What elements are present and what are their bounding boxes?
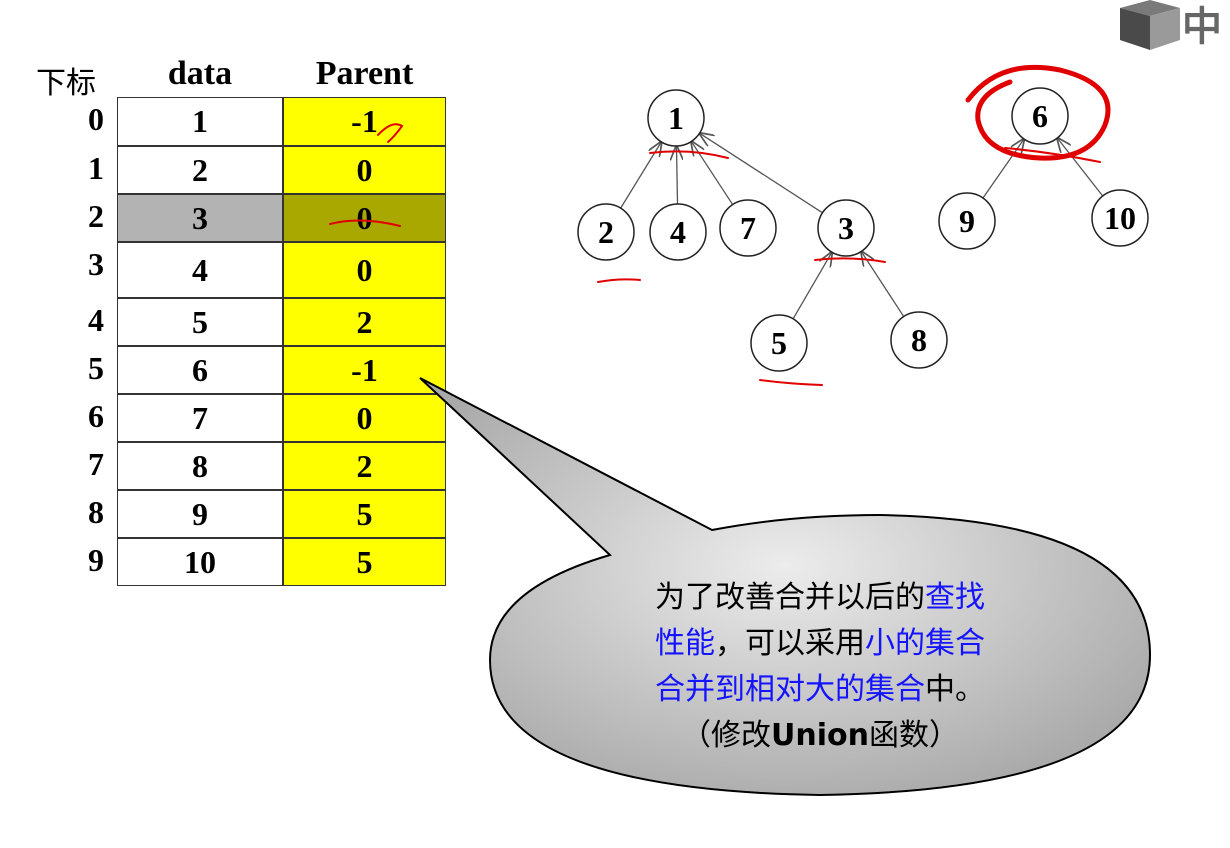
data-cell: 3: [117, 194, 283, 242]
callout-line1-b: 查找: [925, 580, 985, 615]
parent-cell: 0: [283, 146, 446, 194]
callout-line2-a: 性能: [655, 626, 715, 661]
callout-line3-b: 中。: [925, 672, 985, 707]
data-cell: 10: [117, 538, 283, 586]
parent-cell: 5: [283, 538, 446, 586]
parent-cell: 2: [283, 442, 446, 490]
row-index: 2: [88, 198, 104, 234]
callout-text: 为了改善合并以后的查找 性能，可以采用小的集合 合并到相对大的集合中。 （修改U…: [600, 575, 1040, 759]
data-cell: 6: [117, 346, 283, 394]
logo-char: 中: [1182, 4, 1222, 50]
row-index: 4: [88, 302, 104, 338]
row-index: 3: [88, 246, 104, 282]
header-data: data: [167, 55, 233, 92]
row-index: 8: [88, 494, 104, 530]
callout-line4-a: （修改: [681, 718, 772, 753]
parent-cell: 5: [283, 490, 446, 538]
parent-cell: 2: [283, 298, 446, 346]
parent-cell: 0: [283, 394, 446, 442]
row-index: 6: [88, 398, 104, 434]
parent-cell: 0: [283, 194, 446, 242]
header-index: 下标: [36, 66, 96, 101]
parent-cell: -1: [283, 97, 446, 146]
row-index: 1: [88, 150, 104, 186]
data-cell: 4: [117, 242, 283, 298]
course-logo: 中: [1120, 0, 1222, 50]
row-index: 0: [88, 101, 104, 137]
data-cell: 5: [117, 298, 283, 346]
data-cell: 9: [117, 490, 283, 538]
row-index: 5: [88, 350, 104, 386]
callout-line2-c: 小的集合: [865, 626, 985, 661]
parent-cell: 0: [283, 242, 446, 298]
callout-line4-c: 函数）: [868, 718, 959, 753]
header-parent: Parent: [315, 55, 414, 92]
row-index: 9: [88, 542, 104, 578]
data-cell: 8: [117, 442, 283, 490]
callout-line1-a: 为了改善合并以后的: [655, 580, 925, 615]
callout-line2-b: ，可以采用: [715, 626, 865, 661]
callout-line4-b: Union: [771, 718, 869, 753]
parent-cell: -1: [283, 346, 446, 394]
data-cell: 2: [117, 146, 283, 194]
data-cell: 7: [117, 394, 283, 442]
data-cell: 1: [117, 97, 283, 146]
row-index: 7: [88, 446, 104, 482]
callout-line3-a: 合并到相对大的集合: [655, 672, 925, 707]
